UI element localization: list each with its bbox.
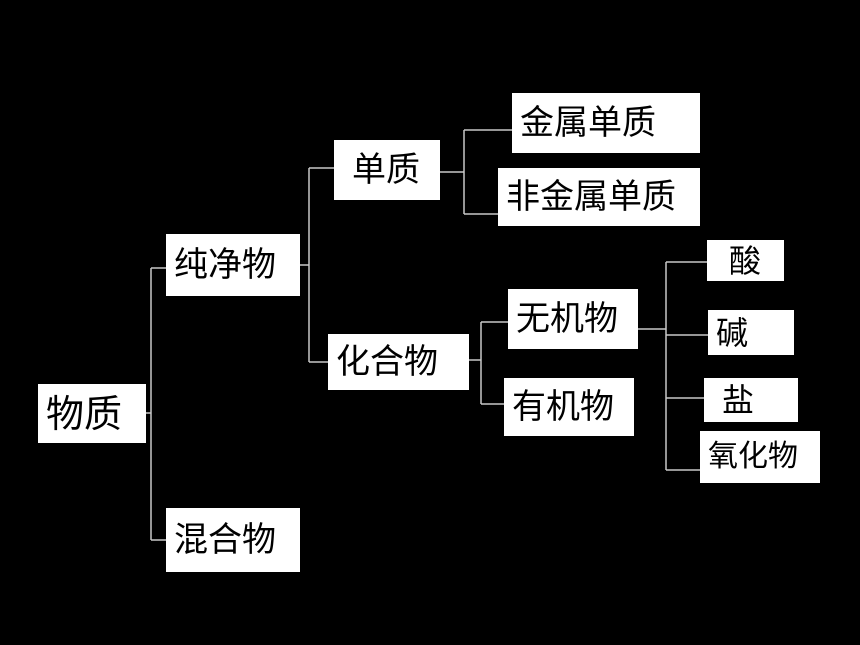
node-element-label: 单质: [352, 150, 420, 190]
node-pure-substance-label: 纯净物: [174, 245, 276, 285]
node-matter: 物质: [38, 384, 146, 443]
node-compound: 化合物: [328, 334, 469, 390]
node-salt-label: 盐: [722, 381, 755, 419]
node-acid-label: 酸: [729, 241, 762, 280]
node-organic-label: 有机物: [512, 387, 614, 427]
node-inorganic-label: 无机物: [516, 299, 618, 339]
node-base: 碱: [708, 310, 794, 355]
node-metal-element-label: 金属单质: [520, 103, 656, 143]
node-nonmetal-element-label: 非金属单质: [506, 177, 676, 217]
node-inorganic: 无机物: [508, 289, 638, 349]
node-matter-label: 物质: [46, 391, 123, 436]
node-salt: 盐: [704, 378, 798, 422]
node-metal-element: 金属单质: [512, 93, 700, 153]
node-oxide-label: 氧化物: [708, 439, 798, 474]
node-base-label: 碱: [716, 313, 749, 352]
node-acid: 酸: [707, 240, 784, 281]
node-oxide: 氧化物: [700, 431, 820, 483]
node-element: 单质: [334, 140, 440, 200]
node-mixture-label: 混合物: [174, 520, 276, 560]
node-mixture: 混合物: [166, 508, 300, 572]
node-organic: 有机物: [504, 378, 634, 436]
node-pure-substance: 纯净物: [166, 234, 300, 296]
node-nonmetal-element: 非金属单质: [498, 168, 700, 226]
node-compound-label: 化合物: [336, 342, 438, 382]
